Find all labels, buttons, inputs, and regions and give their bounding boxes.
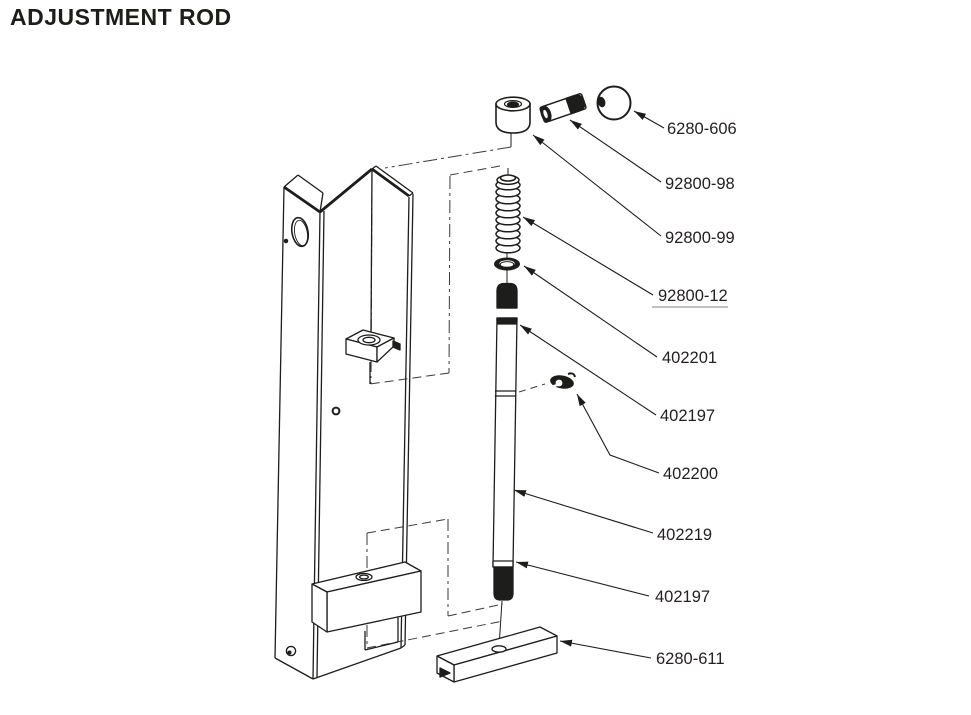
part-label-rod-body: 402219	[657, 526, 712, 544]
part-label-roll-pin: 92800-98	[665, 175, 735, 193]
adjustment-rod	[492, 282, 518, 601]
leader-spring	[522, 216, 654, 296]
part-label-e-clip: 402200	[663, 465, 718, 483]
web-small-hole	[331, 406, 341, 416]
bracket-notch	[439, 667, 451, 678]
part-label-washer: 402201	[662, 349, 717, 367]
rod-upper-thread	[496, 282, 518, 309]
rod-upper-band	[496, 317, 518, 325]
bottom-bracket	[436, 600, 558, 683]
leader-washer	[523, 265, 658, 358]
cap-nut	[495, 96, 531, 147]
part-label-rod-upper-thread: 402197	[660, 407, 715, 425]
part-label-spring: 92800-12	[658, 287, 728, 305]
ball-knob	[596, 85, 632, 121]
bottom-screw-hole	[285, 645, 297, 657]
e-clip	[548, 372, 576, 390]
nut-block	[345, 329, 401, 363]
part-labels: 6280-606 92800-98 92800-99 92800-12 4022…	[652, 120, 737, 668]
spring	[495, 168, 521, 258]
cap-hole	[506, 101, 520, 108]
part-label-ball-knob: 6280-606	[667, 120, 737, 138]
rod-lower-thread	[493, 566, 514, 601]
leader-lines	[513, 110, 665, 659]
bracket-hole	[491, 645, 507, 653]
rod-lower-ring	[492, 560, 514, 568]
channel-bracket	[274, 165, 414, 680]
channel-top-edges	[283, 167, 410, 214]
part-label-rod-lower-thread: 402197	[655, 588, 710, 606]
plate-notch	[364, 613, 399, 651]
leader-cap-nut	[532, 134, 662, 237]
leader-rod-lower-thread	[515, 561, 650, 597]
leader-bottom-bracket	[559, 639, 652, 659]
page-title: ADJUSTMENT ROD	[10, 4, 232, 30]
leader-rod-upper-thread	[519, 324, 657, 416]
leader-e-clip	[576, 393, 660, 474]
leader-ball-knob	[633, 110, 665, 129]
part-label-cap-nut: 92800-99	[665, 229, 735, 247]
leader-rod-body	[513, 489, 654, 534]
nut-block-hole	[357, 334, 381, 346]
roll-pin	[539, 93, 587, 123]
nut-block-tab	[392, 340, 401, 351]
bottom-block-hole	[355, 572, 373, 582]
flange-oval-hole	[290, 216, 310, 248]
part-label-bottom-bracket: 6280-611	[656, 650, 725, 668]
leader-roll-pin	[569, 119, 662, 183]
ball-hole	[597, 96, 606, 108]
bottom-block	[311, 561, 422, 633]
rod-body	[492, 317, 518, 568]
washer	[494, 257, 520, 284]
flange-pin-hole	[283, 238, 289, 244]
